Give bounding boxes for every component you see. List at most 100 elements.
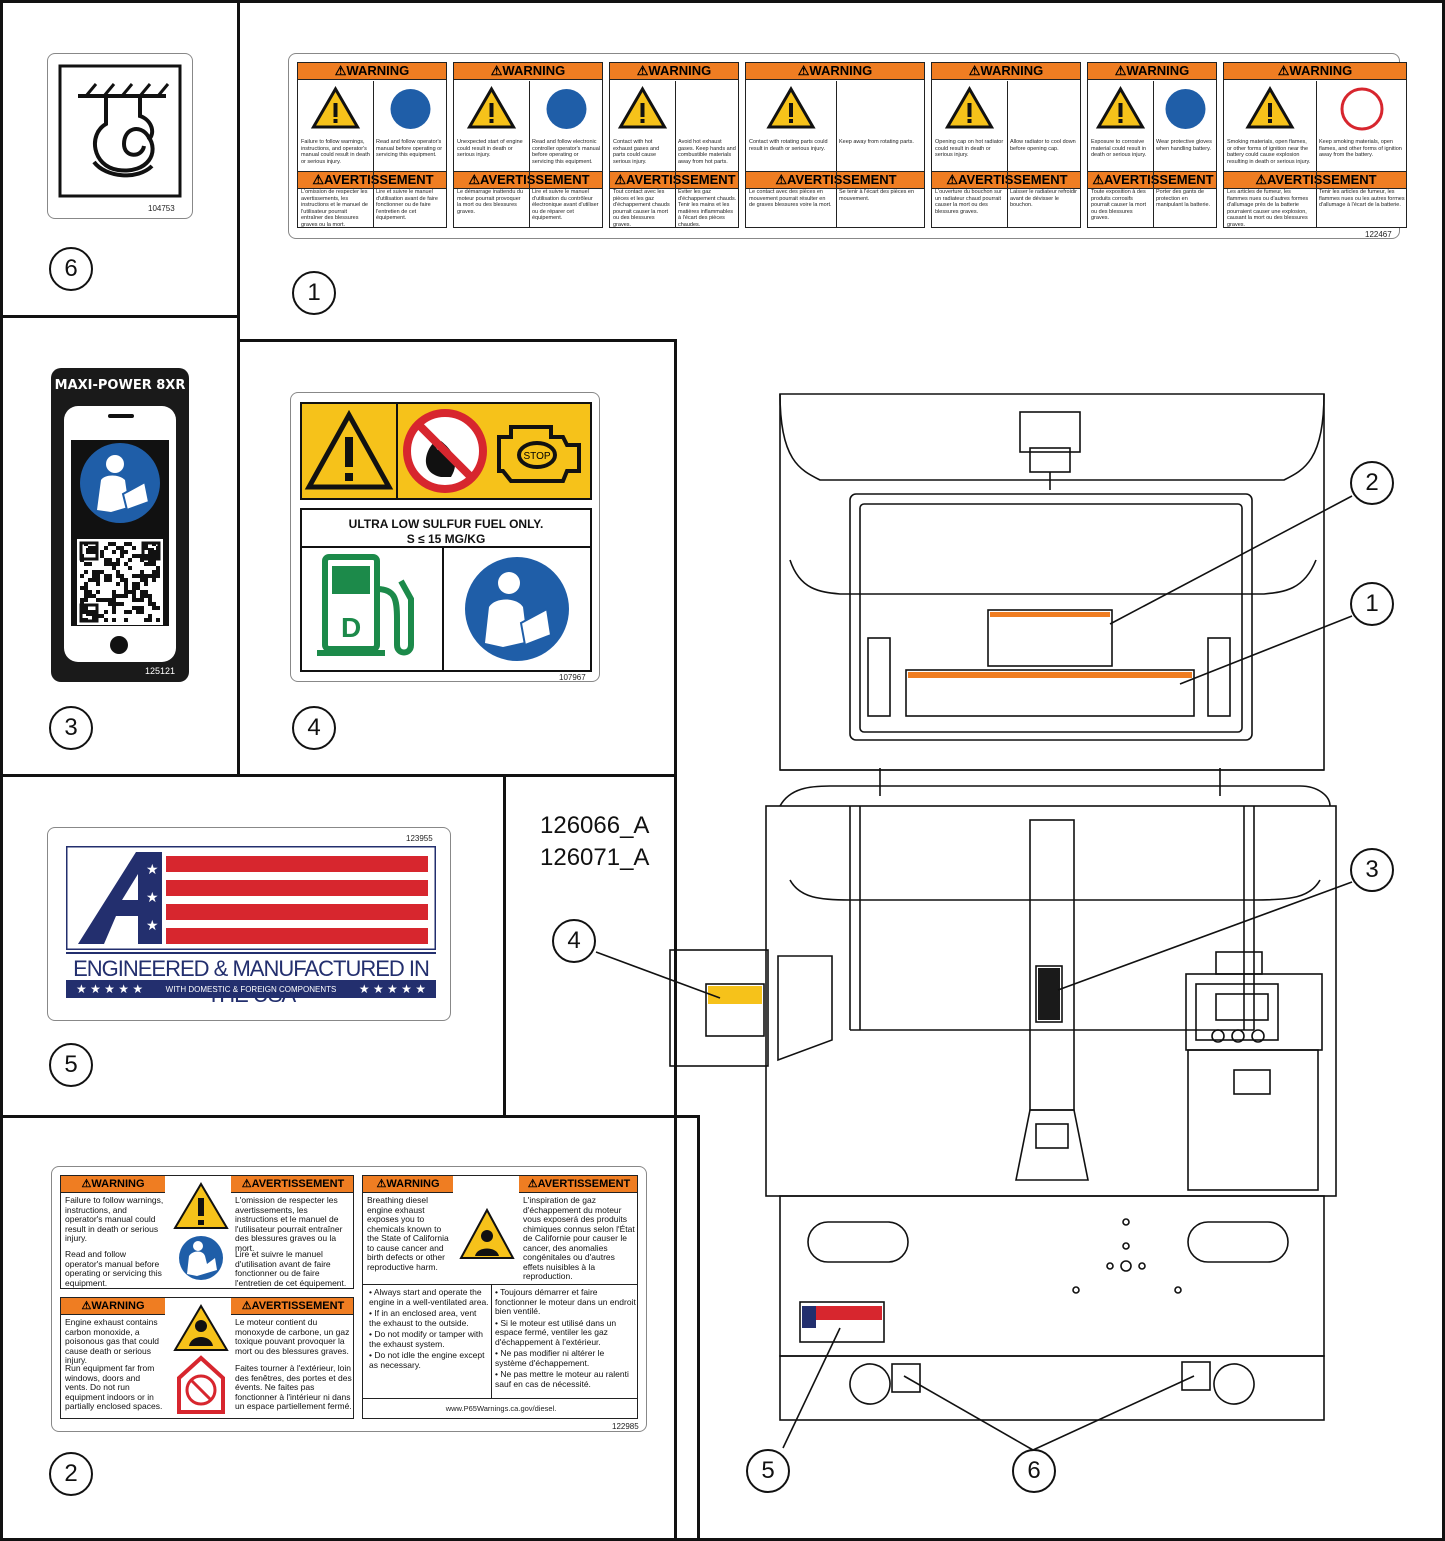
qr-module <box>92 550 96 554</box>
qr-module <box>152 578 156 582</box>
qr-module <box>132 598 136 602</box>
panel-divider <box>1153 81 1154 227</box>
qr-module <box>136 574 140 578</box>
read-manual-icon <box>465 557 569 661</box>
svg-text:D: D <box>341 612 361 643</box>
qr-module <box>156 574 160 578</box>
stars-right: ★ ★ ★ ★ ★ <box>358 982 426 996</box>
qr-module <box>124 550 128 554</box>
qr-module <box>148 574 152 578</box>
warning-triangle-icon <box>304 409 394 490</box>
qr-module <box>140 574 144 578</box>
warning-header: ⚠WARNING <box>363 1176 453 1193</box>
qr-module <box>104 546 108 550</box>
box3-fr: L'inspiration de gaz d'échappement du mo… <box>523 1195 635 1281</box>
panel-decal-2: ⚠WARNING ⚠AVERTISSEMENT Failure to follo… <box>0 1115 700 1541</box>
bullet-en: • If in an enclosed area, vent the exhau… <box>369 1308 477 1328</box>
qr-module <box>112 562 116 566</box>
callout-2-machine: 2 <box>1350 461 1394 505</box>
co-poison-icons <box>173 1304 229 1414</box>
warning-header: ⚠WARNING <box>61 1298 165 1315</box>
qr-module <box>92 610 96 614</box>
qr-module <box>132 554 136 558</box>
avertissement-header: ⚠AVERTISSEMENT <box>231 1176 353 1193</box>
qr-module <box>152 602 156 606</box>
qr-module <box>144 618 148 622</box>
hazard-triangle-icon <box>1095 86 1146 129</box>
panel-border-low-v <box>697 1115 700 1541</box>
panel-decal-3: MAXI-POWER 8XR 125121 <box>0 315 240 777</box>
qr-module <box>100 550 104 554</box>
qr-module <box>96 590 100 594</box>
qr-module <box>144 554 148 558</box>
qr-module <box>100 570 104 574</box>
qr-module <box>84 590 88 594</box>
stop-label: STOP <box>523 451 550 462</box>
qr-module <box>92 574 96 578</box>
qr-module <box>84 570 88 574</box>
box1-en-2: Read and follow operator's manual before… <box>65 1249 162 1288</box>
qr-module <box>104 610 108 614</box>
part-number: 123955 <box>406 834 433 843</box>
qr-module <box>132 586 136 590</box>
callout-1: 1 <box>292 271 336 315</box>
avertissement-header: ⚠AVERTISSEMENT <box>231 1298 353 1315</box>
safety-action-icon <box>687 89 728 129</box>
qr-module <box>140 594 144 598</box>
bullet-en: • Always start and operate the engine in… <box>369 1287 489 1307</box>
qr-module <box>156 566 160 570</box>
hazard-icons <box>298 81 446 137</box>
qr-module <box>84 562 88 566</box>
qr-module <box>84 586 88 590</box>
hazard-icons <box>1224 81 1406 137</box>
qr-module <box>136 606 140 610</box>
qr-module <box>108 562 112 566</box>
qr-module <box>144 574 148 578</box>
bullet-fr: • Ne pas modifier ni altérer le système … <box>495 1348 605 1368</box>
fr-text-2: Lire et suivre le manuel d'utilisation a… <box>376 189 438 221</box>
qr-module <box>124 542 128 546</box>
qr-module <box>108 558 112 562</box>
fr-text-1: Le contact avec des pièces en mouvement … <box>749 189 832 208</box>
avertissement-header: ⚠AVERTISSEMENT <box>298 171 446 189</box>
qr-module <box>116 562 120 566</box>
en-text-1: Exposure to corrosive material could res… <box>1091 139 1147 158</box>
panel-border-mid-v <box>503 774 506 1118</box>
callout-4-machine: 4 <box>552 919 596 963</box>
qr-module <box>108 598 112 602</box>
qr-module <box>124 594 128 598</box>
qr-module <box>112 618 116 622</box>
qr-code-icon <box>77 539 163 625</box>
american-flag-logo-icon: ★ ★ ★ <box>66 846 436 950</box>
phone-outline <box>64 406 176 662</box>
avertissement-header: ⚠AVERTISSEMENT <box>932 171 1080 189</box>
panel-machine-diagram <box>674 339 1445 1541</box>
qr-module <box>148 618 152 622</box>
qr-module <box>84 598 88 602</box>
qr-module <box>156 570 160 574</box>
safety-action-icon <box>1340 87 1384 131</box>
fr-text-2: Laisser le radiateur refroidir avant de … <box>1010 189 1077 208</box>
qr-module <box>112 598 116 602</box>
qr-module <box>144 578 148 582</box>
lift-hook-icon <box>58 64 182 198</box>
box2-fr: Le moteur contient du monoxyde de carbon… <box>235 1317 350 1356</box>
qr-module <box>112 602 116 606</box>
qr-module <box>80 586 84 590</box>
en-text-1: Smoking materials, open flames, or other… <box>1227 139 1311 165</box>
qr-phone-decal: MAXI-POWER 8XR 125121 <box>51 368 189 682</box>
fuel-decal-graphic: STOP D <box>300 402 592 672</box>
qr-module <box>132 582 136 586</box>
box1-fr-2: Lire et suivre le manuel d'utilisation a… <box>235 1249 347 1288</box>
qr-module <box>116 558 120 562</box>
fr-text-1: Toute exposition à des produits corrosif… <box>1091 189 1147 221</box>
qr-module <box>120 554 124 558</box>
qr-module <box>116 574 120 578</box>
hazard-icons <box>1088 81 1216 137</box>
fr-text-2: Tenir les articles de fumeur, les flamme… <box>1319 189 1405 208</box>
avertissement-header: ⚠AVERTISSEMENT <box>1088 171 1216 189</box>
qr-module <box>148 554 152 558</box>
qr-module <box>156 606 160 610</box>
part-number: 122467 <box>1365 230 1392 239</box>
